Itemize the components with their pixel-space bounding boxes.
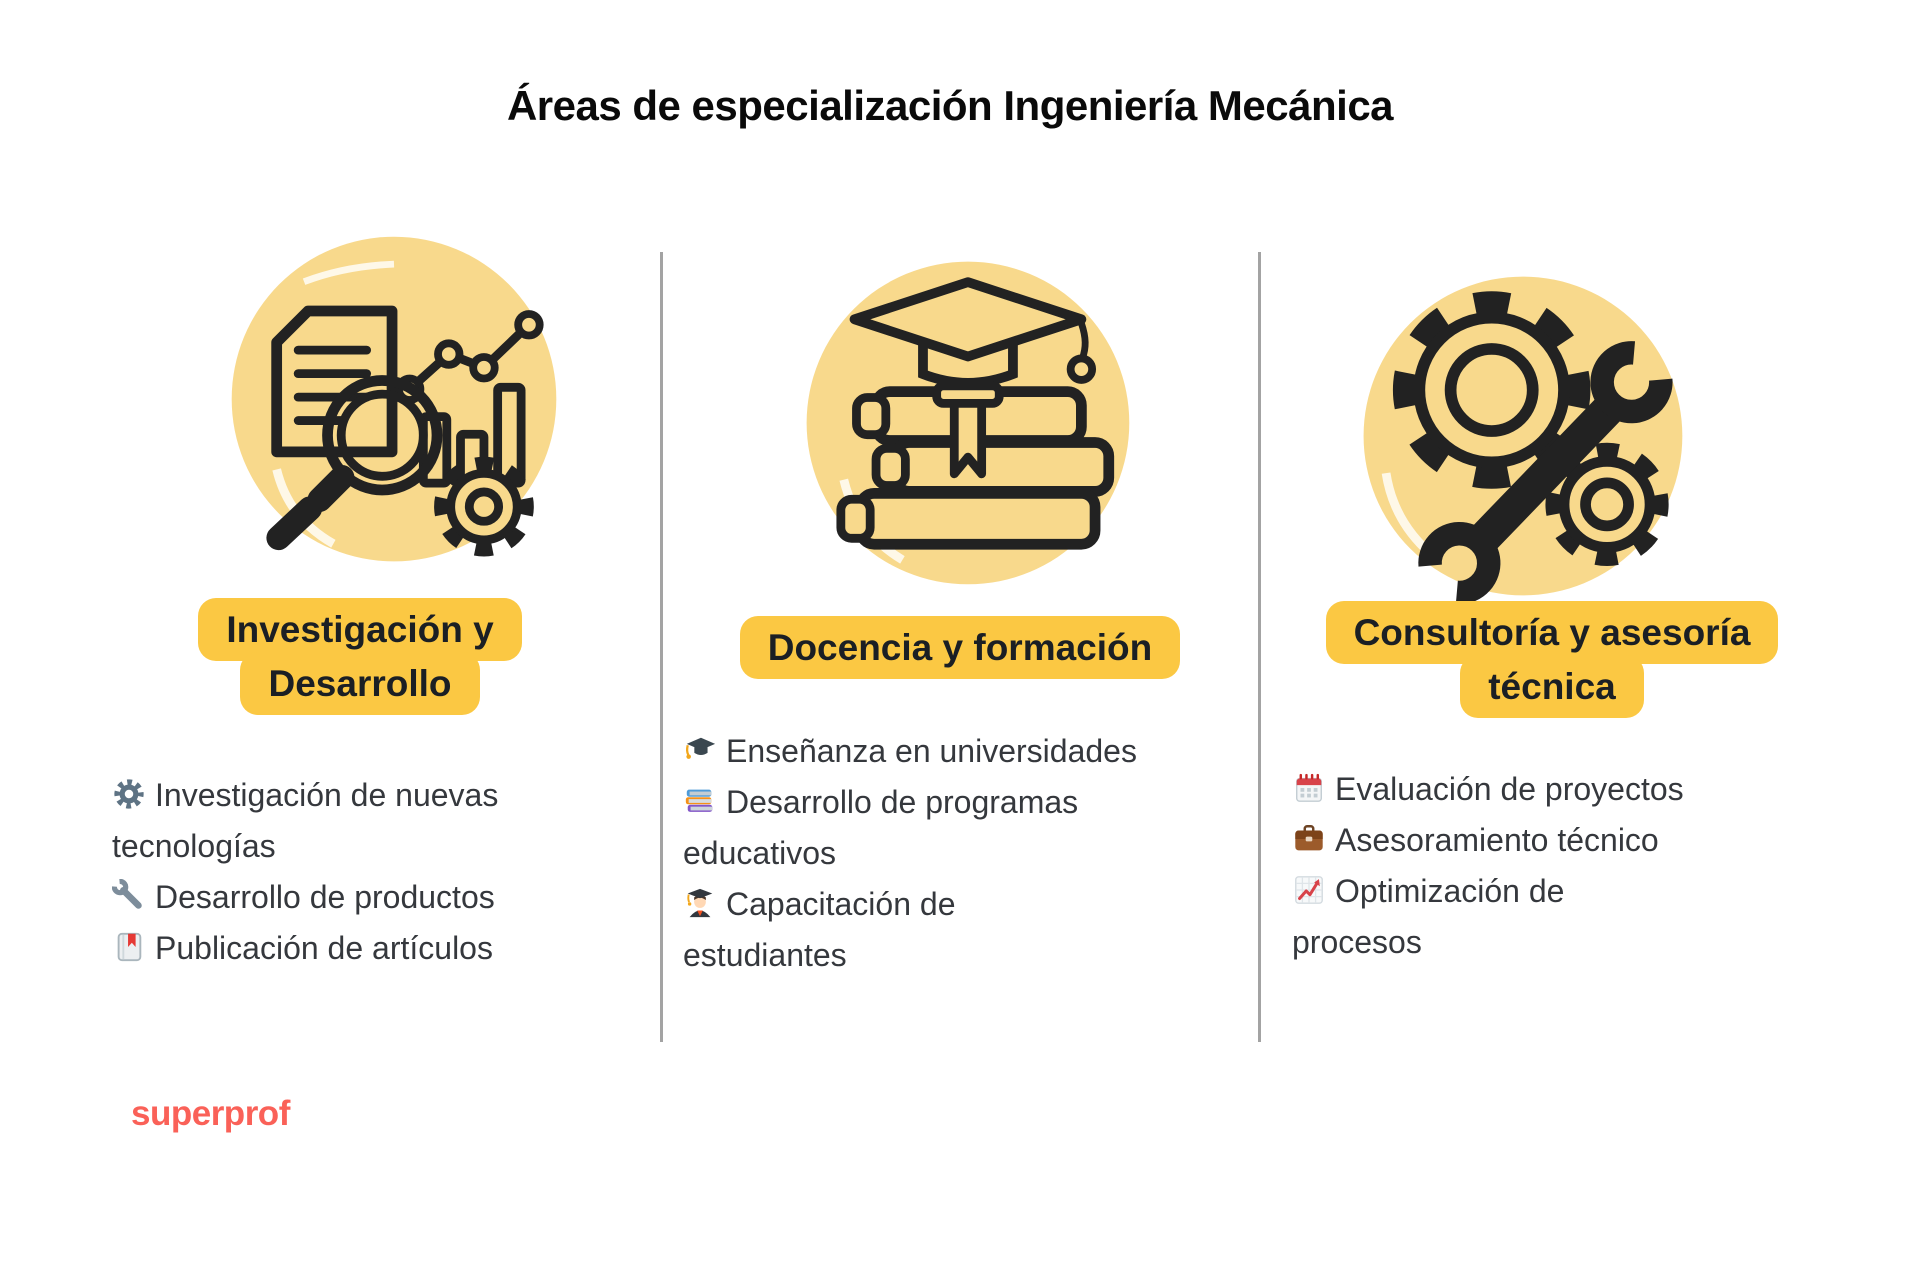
wrench-icon: [112, 879, 146, 913]
spiral-calendar-icon: [1292, 771, 1326, 805]
bullet-item: Desarrollo de productos: [112, 872, 617, 923]
badge-line: técnica: [1460, 655, 1644, 718]
bullet-item: Desarrollo de programas educativos: [683, 777, 1203, 879]
bookmark-ribbon-icon: [932, 381, 1004, 479]
large-gear-icon: [1392, 291, 1591, 489]
badge-line: Investigación y: [198, 598, 522, 661]
notebook-bookmark-icon: [112, 930, 146, 964]
bullet-text: Enseñanza en universidades: [726, 733, 1137, 769]
badge-line: Desarrollo: [240, 652, 480, 715]
bullet-text: Desarrollo de programas educativos: [683, 784, 1079, 871]
page-title: Áreas de especialización Ingeniería Mecá…: [506, 82, 1394, 129]
bullet-text: Investigación de nuevas tecnologías: [112, 777, 499, 864]
column-1-bullet-list: Investigación de nuevas tecnologías Desa…: [112, 770, 617, 974]
bullet-item: Publicación de artículos: [112, 923, 617, 974]
bullet-item: Capacitación de estudiantes: [683, 879, 1203, 981]
column-2-badge: Docencia y formación: [662, 616, 1258, 679]
superprof-logo: superprof: [131, 1094, 290, 1133]
bullet-item: Enseñanza en universidades: [683, 726, 1203, 777]
wrench-icon: [1418, 341, 1673, 605]
student-icon: [683, 886, 717, 920]
badge-line: Consultoría y asesoría: [1325, 601, 1779, 664]
gear-icon: [112, 777, 146, 811]
column-3-badge: Consultoría y asesoría técnica: [1262, 601, 1842, 718]
small-gear-icon: [1545, 442, 1669, 566]
column-1-badge: Investigación y Desarrollo: [60, 598, 660, 715]
bullet-text: Desarrollo de productos: [155, 879, 495, 915]
column-divider-2: [1258, 252, 1261, 1042]
column-divider-1: [660, 252, 663, 1042]
bullet-item: Optimización de procesos: [1292, 866, 1817, 968]
research-illustration: [218, 225, 570, 582]
graduation-cap-icon: [849, 277, 1097, 388]
column-2-bullet-list: Enseñanza en universidades Desarrollo de…: [683, 726, 1203, 981]
column-3-bullet-list: Evaluación de proyectos Asesoramiento té…: [1292, 764, 1817, 968]
chart-increasing-icon: [1292, 873, 1326, 907]
bullet-text: Asesoramiento técnico: [1335, 822, 1659, 858]
magnifier-icon: [266, 375, 443, 551]
bullet-item: Asesoramiento técnico: [1292, 815, 1817, 866]
education-illustration: [790, 245, 1142, 602]
bullet-text: Capacitación de estudiantes: [683, 886, 956, 973]
briefcase-icon: [1292, 822, 1326, 856]
badge-line: Docencia y formación: [739, 616, 1181, 679]
bullet-text: Optimización de procesos: [1292, 873, 1565, 960]
bullet-item: Investigación de nuevas tecnologías: [112, 770, 617, 872]
bullet-text: Evaluación de proyectos: [1335, 771, 1684, 807]
bullet-text: Publicación de artículos: [155, 930, 493, 966]
bullet-item: Evaluación de proyectos: [1292, 764, 1817, 815]
graduation-cap-icon: [683, 733, 717, 767]
books-stack-icon: [683, 784, 717, 818]
gear-outline-icon: [434, 456, 534, 557]
consulting-illustration: [1345, 258, 1697, 615]
